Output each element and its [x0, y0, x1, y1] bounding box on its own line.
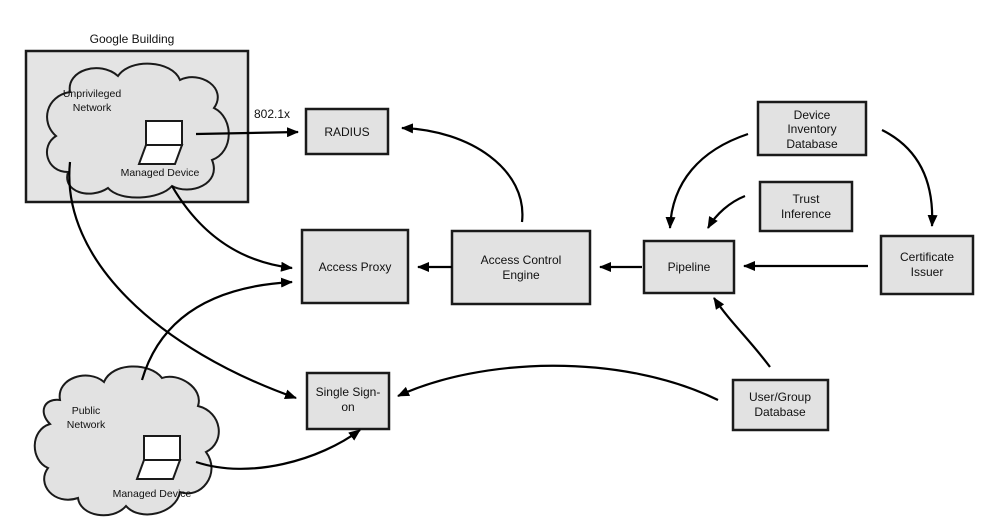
arrow-device-to-radius: [195, 127, 299, 138]
arrow-trust-inference-to-pipeline: [707, 194, 746, 229]
laptop-icon: [137, 120, 184, 165]
certificate-issuer-label-2: Issuer: [911, 265, 944, 279]
access-proxy-box: [300, 228, 410, 305]
trust-inference-box: [758, 180, 854, 233]
edge-label-8021x: 802.1x: [254, 107, 290, 121]
arrow-user-group-to-single-sign-on: [397, 364, 719, 401]
user-group-database-label-2: Database: [754, 405, 806, 419]
arrow-public-device-to-access-proxy: [140, 277, 293, 381]
public-managed-device-label: Managed Device: [113, 488, 192, 500]
certificate-issuer-box: [879, 234, 975, 296]
arrow-device-inventory-to-pipeline: [665, 132, 749, 229]
access-control-engine-label-2: Engine: [502, 268, 540, 282]
user-group-database-label-1: User/Group: [749, 390, 811, 404]
public-network-label-1: Public: [72, 405, 101, 417]
building-title: Google Building: [90, 32, 175, 46]
unprivileged-network-cloud: [46, 62, 230, 199]
trust-inference-label-1: Trust: [793, 192, 821, 206]
arrow-user-group-to-pipeline: [713, 297, 771, 368]
device-inventory-database-box: [756, 100, 868, 157]
arrow-public-device-to-single-sign-on: [195, 429, 361, 470]
access-proxy-label: Access Proxy: [319, 260, 392, 274]
single-sign-on-label-1: Single Sign-: [316, 385, 381, 399]
single-sign-on-box: [305, 371, 391, 431]
arrow-ace-to-radius: [401, 123, 524, 223]
trust-inference-label-2: Inference: [781, 207, 831, 221]
public-network-label-2: Network: [67, 419, 106, 431]
pipeline-box: [642, 239, 736, 295]
laptop-icon: [135, 435, 182, 480]
access-control-engine-label-1: Access Control: [481, 253, 562, 267]
radius-box: [304, 107, 390, 156]
certificate-issuer-label-1: Certificate: [900, 250, 954, 264]
managed-device-label: Managed Device: [121, 167, 200, 179]
device-inventory-label-2: Inventory: [787, 122, 836, 136]
radius-label: RADIUS: [324, 125, 369, 139]
single-sign-on-label-2: on: [341, 400, 354, 414]
pipeline-label: Pipeline: [668, 260, 711, 274]
arrow-building-device-to-access-proxy: [171, 185, 293, 272]
arrow-device-inventory-to-certificate-issuer: [881, 129, 938, 227]
device-inventory-label-3: Database: [786, 137, 838, 151]
user-group-database-box: [731, 378, 830, 432]
unprivileged-network-label-1: Unprivileged: [63, 88, 122, 100]
unprivileged-network-label-2: Network: [73, 102, 112, 114]
device-inventory-label-1: Device: [794, 108, 831, 122]
arrow-building-device-to-single-sign-on: [68, 161, 297, 400]
